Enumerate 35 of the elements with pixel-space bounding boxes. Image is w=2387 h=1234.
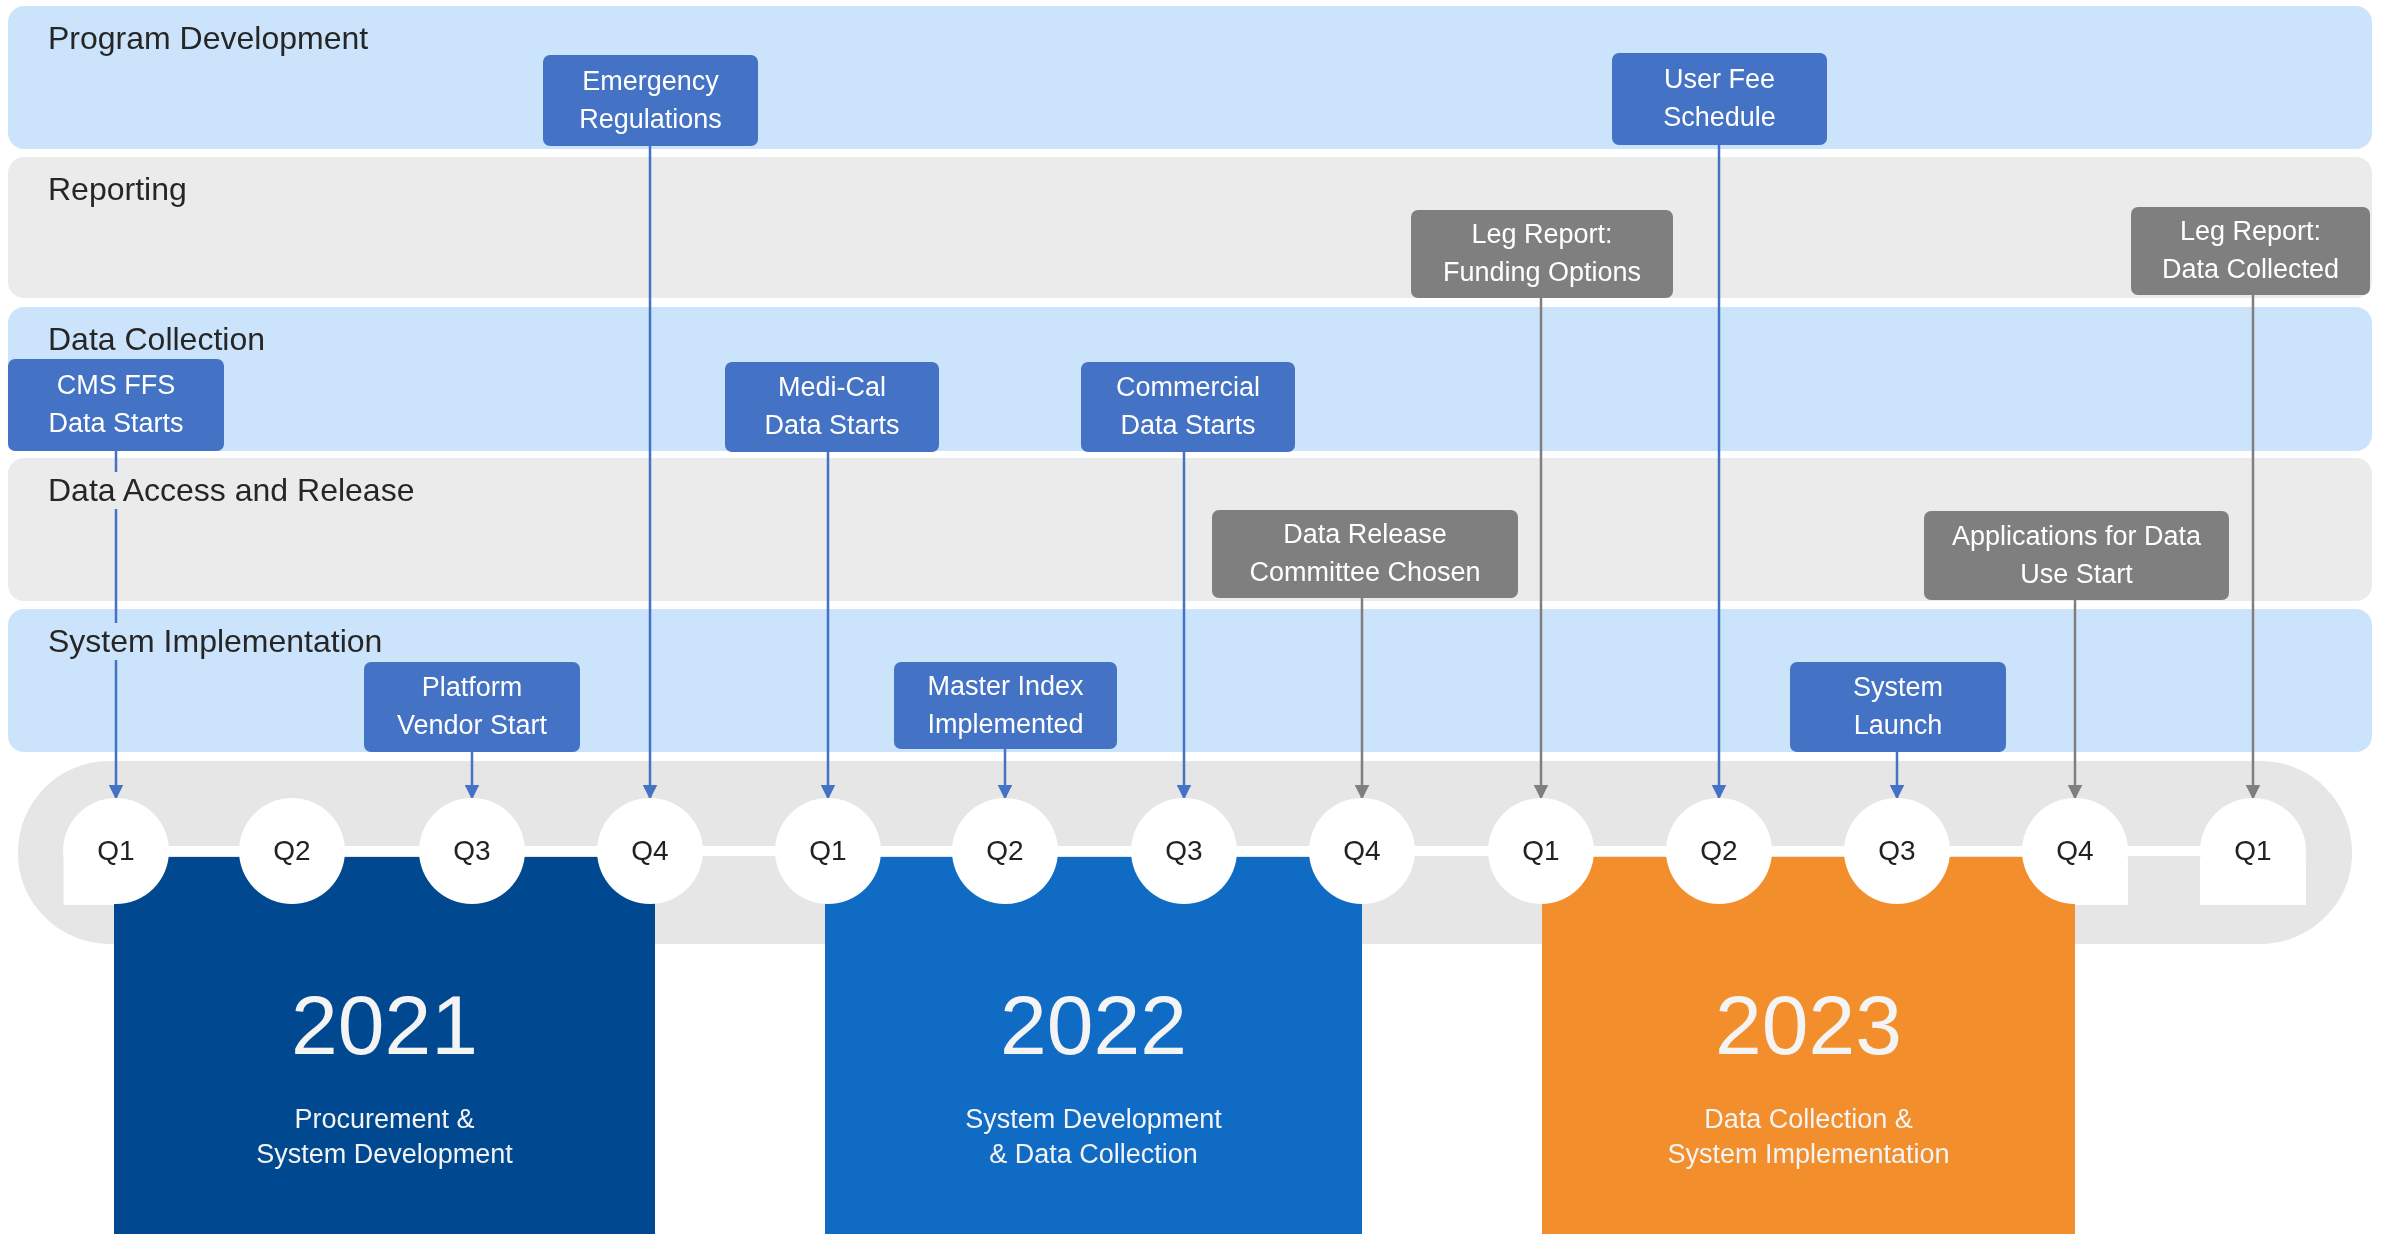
arrow bbox=[997, 749, 1013, 800]
phase-label: Data Collection & System Implementation bbox=[1666, 1103, 1951, 1172]
milestone-box: Medi-Cal Data Starts bbox=[725, 362, 939, 452]
milestone-box: Emergency Regulations bbox=[543, 55, 758, 146]
milestone-box: Leg Report: Funding Options bbox=[1411, 210, 1673, 298]
swimlane-band bbox=[8, 307, 2372, 451]
arrow bbox=[2245, 295, 2261, 800]
year-label: 2023 bbox=[1715, 977, 1902, 1074]
milestone-box: System Launch bbox=[1790, 662, 2006, 752]
milestone-box: Applications for Data Use Start bbox=[1924, 511, 2229, 600]
swimlane-band bbox=[8, 6, 2372, 149]
arrow bbox=[1711, 145, 1727, 800]
milestone-box: Leg Report: Data Collected bbox=[2131, 207, 2370, 295]
swimlane-band bbox=[8, 609, 2372, 752]
swimlane-band bbox=[8, 458, 2372, 601]
milestone-box: Platform Vendor Start bbox=[364, 662, 580, 752]
year-label: 2022 bbox=[1000, 977, 1187, 1074]
milestone-box: Master Index Implemented bbox=[894, 662, 1117, 749]
arrow bbox=[1354, 598, 1370, 800]
arrow bbox=[1889, 752, 1905, 800]
arrow bbox=[1176, 452, 1192, 800]
arrow bbox=[464, 752, 480, 800]
arrow bbox=[2067, 600, 2083, 800]
phase-label: System Development & Data Collection bbox=[964, 1103, 1223, 1172]
arrow bbox=[820, 452, 836, 800]
milestone-box: User Fee Schedule bbox=[1612, 53, 1827, 145]
phase-label: Procurement & System Development bbox=[255, 1103, 514, 1172]
swimlane-band bbox=[8, 157, 2372, 298]
arrow bbox=[642, 146, 658, 800]
arrow bbox=[108, 451, 124, 800]
milestone-box: Commercial Data Starts bbox=[1081, 362, 1295, 452]
arrow bbox=[1533, 298, 1549, 800]
year-label: 2021 bbox=[291, 977, 478, 1074]
milestone-box: CMS FFS Data Starts bbox=[8, 359, 224, 451]
milestone-box: Data Release Committee Chosen bbox=[1212, 510, 1518, 598]
